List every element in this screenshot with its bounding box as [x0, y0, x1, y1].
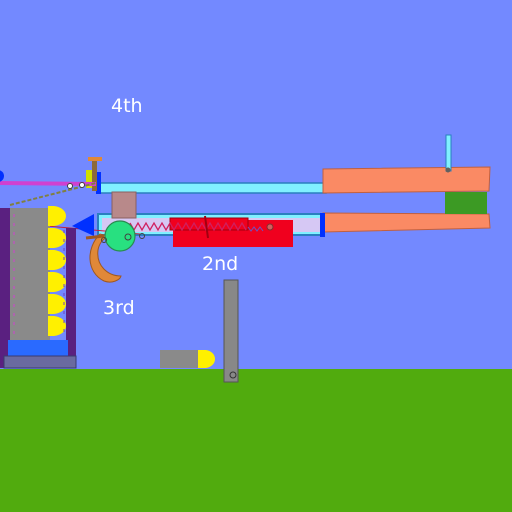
- gear-icon: [104, 220, 136, 252]
- striker-rod: [204, 215, 209, 239]
- slide-pin: [266, 223, 274, 231]
- gear-pin-2: [139, 233, 145, 239]
- trigger-lever: [85, 234, 105, 240]
- lower-barrel-cap: [320, 213, 325, 237]
- magazine-round-tip: [48, 250, 66, 270]
- target-post-pivot: [229, 371, 237, 379]
- magazine-round-tip: [48, 206, 66, 226]
- magazine-round-tip: [48, 294, 66, 314]
- bullet-case: [160, 350, 198, 368]
- trigger: [89, 233, 122, 283]
- magazine-rounds: [48, 206, 66, 336]
- left-blue-knob: [0, 170, 4, 182]
- rear-sight-post: [445, 134, 452, 172]
- magazine-round-tip: [48, 228, 66, 248]
- stock-lower-plank: [322, 212, 491, 233]
- magazine-frame-left: [0, 208, 10, 368]
- magazine-floor: [3, 355, 77, 369]
- target-post: [223, 279, 239, 383]
- magazine-icon: [10, 208, 50, 340]
- magazine-frame-right: [66, 228, 76, 368]
- step-label-2nd: 2nd: [202, 253, 239, 275]
- step-label-3rd: 3rd: [103, 297, 135, 319]
- hammer-yellow: [86, 170, 92, 188]
- bullet-icon: [198, 350, 215, 368]
- spring-icon: [129, 221, 247, 232]
- rear-sight-pivot: [445, 167, 451, 173]
- magazine-round-tip: [48, 316, 66, 336]
- magazine-round-tip: [48, 272, 66, 292]
- upper-barrel-cap: [96, 172, 101, 194]
- magazine-base: [8, 340, 68, 356]
- feed-wedge: [72, 214, 94, 236]
- step-label-4th: 4th: [111, 95, 143, 117]
- hammer-stem: [92, 161, 97, 191]
- gear-pin: [124, 233, 132, 241]
- link-joint-2: [79, 182, 85, 188]
- return-spring: [247, 226, 264, 232]
- ejection-port: [111, 191, 137, 219]
- stock-upper-plank: [322, 166, 491, 194]
- link-joint: [67, 183, 73, 189]
- stock-block: [445, 192, 487, 214]
- hammer-cap: [88, 157, 102, 161]
- ground: [0, 369, 512, 512]
